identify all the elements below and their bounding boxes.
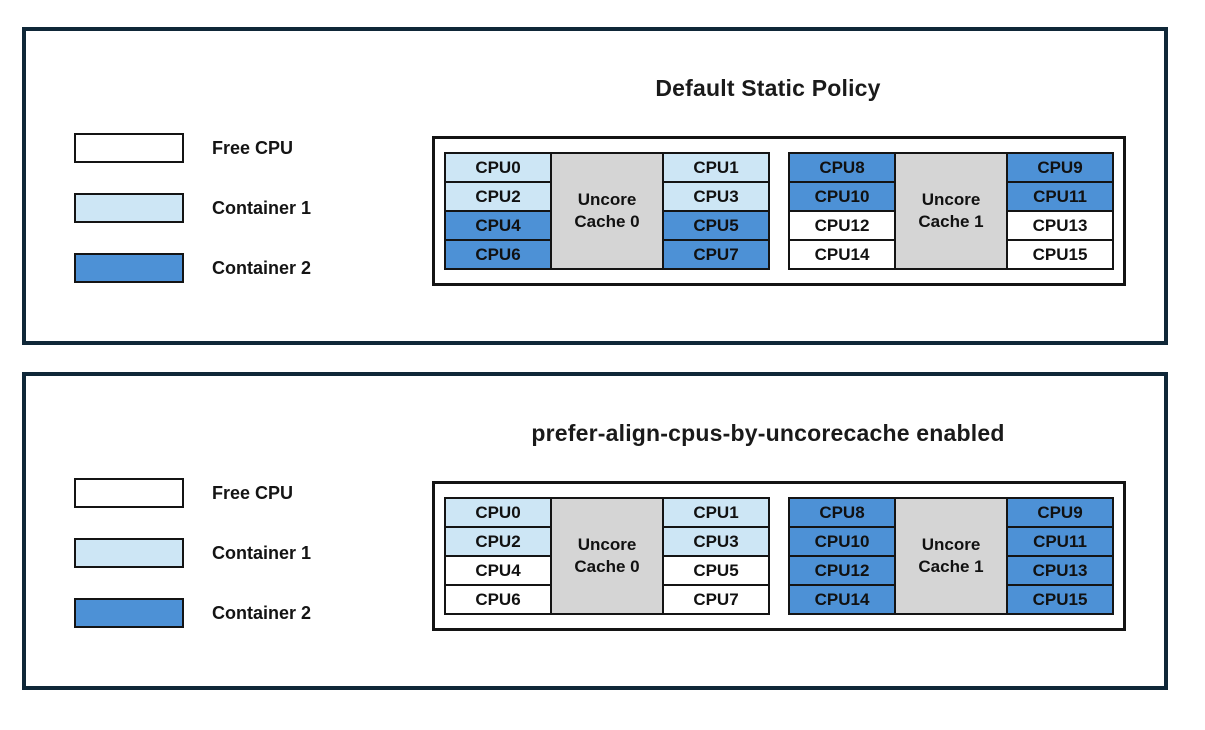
cpu-cell-cpu6: CPU6: [444, 239, 552, 270]
cpu-cell-cpu15: CPU15: [1006, 239, 1114, 270]
legend-item-container-1: Container 1: [74, 538, 311, 568]
panel-title: Default Static Policy: [655, 75, 881, 101]
cpu-cell-cpu7: CPU7: [662, 584, 770, 615]
legend-label-container-2: Container 2: [212, 602, 312, 623]
panel-prefer-align-cpus-by-uncorecache: prefer-align-cpus-by-uncorecache enabled…: [22, 372, 1168, 690]
uncore-cache-1-block: Uncore Cache 1: [894, 152, 1008, 270]
cpu-column-left: CPU8 CPU10 CPU12 CPU14: [788, 152, 896, 270]
cpu-topology-diagram: CPU0 CPU2 CPU4 CPU6 Uncore Cache 0 CPU1 …: [432, 481, 1126, 631]
cpu-cell-cpu8: CPU8: [788, 497, 896, 528]
cpu-column-left: CPU0 CPU2 CPU4 CPU6: [444, 497, 552, 615]
cpu-cell-cpu12: CPU12: [788, 555, 896, 586]
legend-swatch-container-1: [74, 193, 184, 223]
cpu-topology-diagram: CPU0 CPU2 CPU4 CPU6 Uncore Cache 0 CPU1 …: [432, 136, 1126, 286]
cpu-cell-cpu7: CPU7: [662, 239, 770, 270]
cpu-cell-cpu3: CPU3: [662, 526, 770, 557]
cpu-cell-cpu8: CPU8: [788, 152, 896, 183]
cpu-cell-cpu14: CPU14: [788, 584, 896, 615]
cpu-column-right: CPU9 CPU11 CPU13 CPU15: [1006, 152, 1114, 270]
cpu-cell-cpu2: CPU2: [444, 181, 552, 212]
cpu-cell-cpu5: CPU5: [662, 210, 770, 241]
legend-swatch-container-1: [74, 538, 184, 568]
cpu-cell-cpu5: CPU5: [662, 555, 770, 586]
cpu-column-right: CPU1 CPU3 CPU5 CPU7: [662, 497, 770, 615]
cpu-cell-cpu0: CPU0: [444, 497, 552, 528]
legend-item-container-2: Container 2: [74, 598, 311, 628]
uncore-cache-1-block: Uncore Cache 1: [894, 497, 1008, 615]
cpu-cell-cpu4: CPU4: [444, 210, 552, 241]
cpu-cell-cpu12: CPU12: [788, 210, 896, 241]
legend-swatch-container-2: [74, 253, 184, 283]
uncore-cache-0-block: Uncore Cache 0: [550, 497, 664, 615]
cpu-cell-cpu14: CPU14: [788, 239, 896, 270]
cpu-cell-cpu10: CPU10: [788, 181, 896, 212]
panel-default-static-policy: Default Static Policy Free CPU Container…: [22, 27, 1168, 345]
cpu-cell-cpu3: CPU3: [662, 181, 770, 212]
uncore-cache-0-label: Uncore Cache 0: [574, 189, 640, 231]
cpu-cell-cpu11: CPU11: [1006, 526, 1114, 557]
legend-item-container-2: Container 2: [74, 253, 311, 283]
cpu-column-right: CPU9 CPU11 CPU13 CPU15: [1006, 497, 1114, 615]
cpu-cell-cpu9: CPU9: [1006, 497, 1114, 528]
legend-label-container-2: Container 2: [212, 257, 312, 278]
legend-item-free-cpu: Free CPU: [74, 478, 311, 508]
uncore-group-0: CPU0 CPU2 CPU4 CPU6 Uncore Cache 0 CPU1 …: [444, 152, 770, 270]
legend-label-container-1: Container 1: [212, 542, 312, 563]
legend: Free CPU Container 1 Container 2: [74, 478, 311, 658]
legend-item-free-cpu: Free CPU: [74, 133, 311, 163]
uncore-group-1: CPU8 CPU10 CPU12 CPU14 Uncore Cache 1 CP…: [788, 152, 1114, 270]
cpu-cell-cpu13: CPU13: [1006, 210, 1114, 241]
cpu-column-left: CPU8 CPU10 CPU12 CPU14: [788, 497, 896, 615]
panel-title: prefer-align-cpus-by-uncorecache enabled: [531, 420, 1005, 446]
legend-swatch-container-2: [74, 598, 184, 628]
uncore-cache-0-block: Uncore Cache 0: [550, 152, 664, 270]
uncore-group-1: CPU8 CPU10 CPU12 CPU14 Uncore Cache 1 CP…: [788, 497, 1114, 615]
legend-swatch-free-cpu: [74, 478, 184, 508]
uncore-cache-1-label: Uncore Cache 1: [918, 534, 984, 576]
cpu-cell-cpu1: CPU1: [662, 152, 770, 183]
uncore-cache-1-label: Uncore Cache 1: [918, 189, 984, 231]
legend: Free CPU Container 1 Container 2: [74, 133, 311, 313]
cpu-cell-cpu4: CPU4: [444, 555, 552, 586]
legend-label-free-cpu: Free CPU: [212, 482, 294, 503]
cpu-cell-cpu0: CPU0: [444, 152, 552, 183]
uncore-group-0: CPU0 CPU2 CPU4 CPU6 Uncore Cache 0 CPU1 …: [444, 497, 770, 615]
legend-item-container-1: Container 1: [74, 193, 311, 223]
legend-label-container-1: Container 1: [212, 197, 312, 218]
cpu-cell-cpu13: CPU13: [1006, 555, 1114, 586]
cpu-cell-cpu11: CPU11: [1006, 181, 1114, 212]
cpu-cell-cpu15: CPU15: [1006, 584, 1114, 615]
cpu-column-right: CPU1 CPU3 CPU5 CPU7: [662, 152, 770, 270]
cpu-cell-cpu6: CPU6: [444, 584, 552, 615]
legend-label-free-cpu: Free CPU: [212, 137, 294, 158]
cpu-cell-cpu9: CPU9: [1006, 152, 1114, 183]
cpu-cell-cpu2: CPU2: [444, 526, 552, 557]
cpu-cell-cpu1: CPU1: [662, 497, 770, 528]
cpu-column-left: CPU0 CPU2 CPU4 CPU6: [444, 152, 552, 270]
uncore-cache-0-label: Uncore Cache 0: [574, 534, 640, 576]
cpu-cell-cpu10: CPU10: [788, 526, 896, 557]
legend-swatch-free-cpu: [74, 133, 184, 163]
